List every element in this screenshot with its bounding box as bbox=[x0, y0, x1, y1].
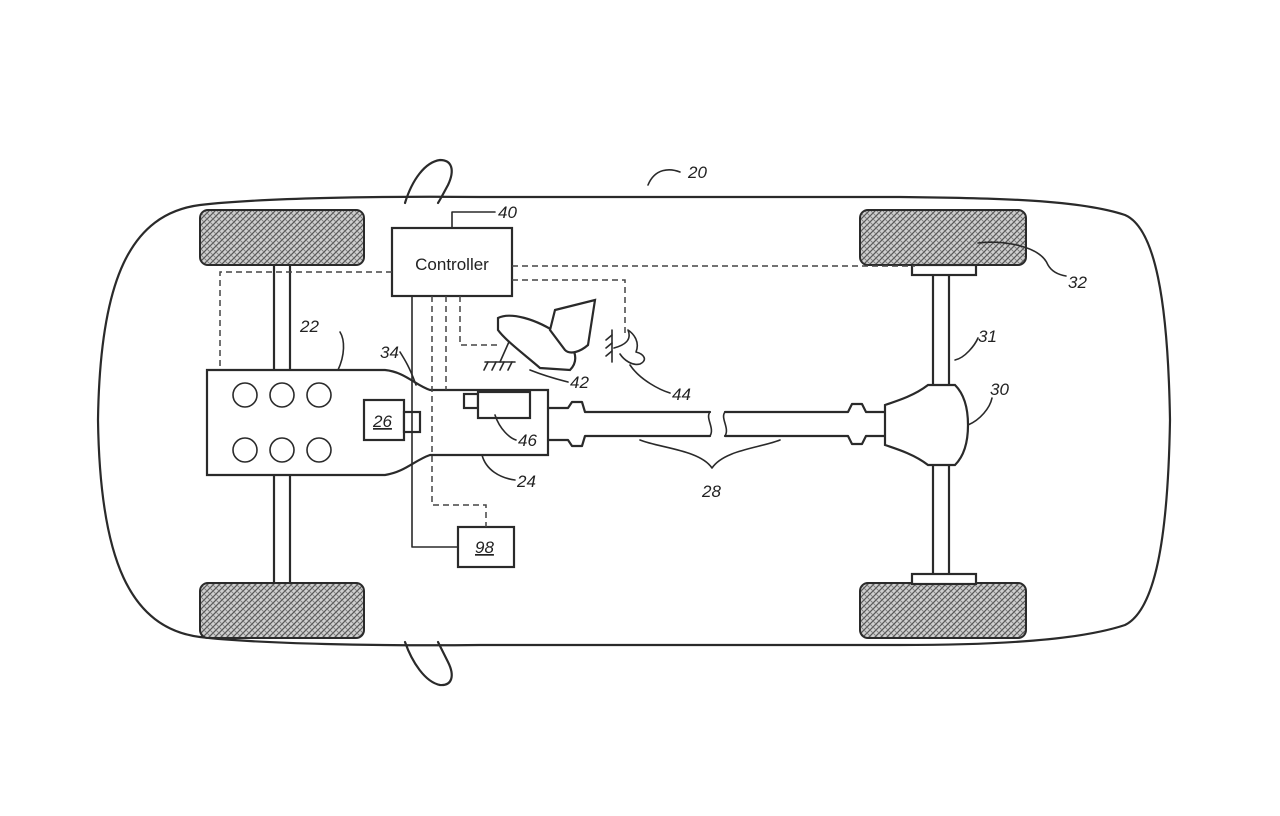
driveshaft-front bbox=[546, 400, 712, 448]
driveshaft-break-left bbox=[707, 411, 713, 437]
ref-component-98: 98 bbox=[475, 538, 494, 557]
ref-controller-40: 40 bbox=[498, 203, 517, 222]
ref-accel-pedal-42: 42 bbox=[570, 373, 589, 392]
ref-vehicle-20: 20 bbox=[687, 163, 707, 182]
wheel-hub-rear-top bbox=[910, 263, 978, 277]
accelerator-pedal bbox=[483, 298, 597, 372]
mirror-top bbox=[403, 158, 453, 205]
ref-engine-22: 22 bbox=[299, 317, 319, 336]
ref-driveshaft-28: 28 bbox=[701, 482, 721, 501]
driveshaft-rear bbox=[723, 402, 887, 446]
ref-34: 34 bbox=[380, 343, 399, 362]
ref-transmission-24: 24 bbox=[516, 472, 536, 491]
ref-axle-31: 31 bbox=[978, 327, 997, 346]
controller-label: Controller bbox=[415, 255, 489, 274]
engine-cylinders bbox=[232, 382, 332, 463]
ref-brake-pedal-44: 44 bbox=[672, 385, 691, 404]
leader-lines bbox=[337, 169, 1067, 481]
driveshaft-break-right bbox=[722, 411, 728, 437]
signal-lines bbox=[219, 265, 915, 527]
vehicle-body-outline bbox=[96, 195, 1172, 647]
ref-46: 46 bbox=[518, 431, 537, 450]
component-46-small bbox=[462, 392, 480, 410]
controller-98-line bbox=[411, 295, 459, 548]
differential bbox=[883, 383, 970, 467]
tire-front-bottom bbox=[199, 582, 365, 639]
component-46-box bbox=[476, 390, 532, 420]
ref-component-26: 26 bbox=[372, 412, 392, 431]
brake-pedal bbox=[605, 329, 646, 366]
mirror-bottom bbox=[403, 640, 453, 687]
tire-rear-bottom bbox=[859, 582, 1027, 639]
controller-box bbox=[390, 226, 514, 298]
ref-differential-30: 30 bbox=[990, 380, 1009, 399]
tire-rear-top bbox=[859, 209, 1027, 266]
wheel-hub-rear-bottom bbox=[910, 572, 978, 586]
component-26-box bbox=[362, 398, 406, 442]
tire-front-top bbox=[199, 209, 365, 266]
ref-wheel-32: 32 bbox=[1068, 273, 1087, 292]
